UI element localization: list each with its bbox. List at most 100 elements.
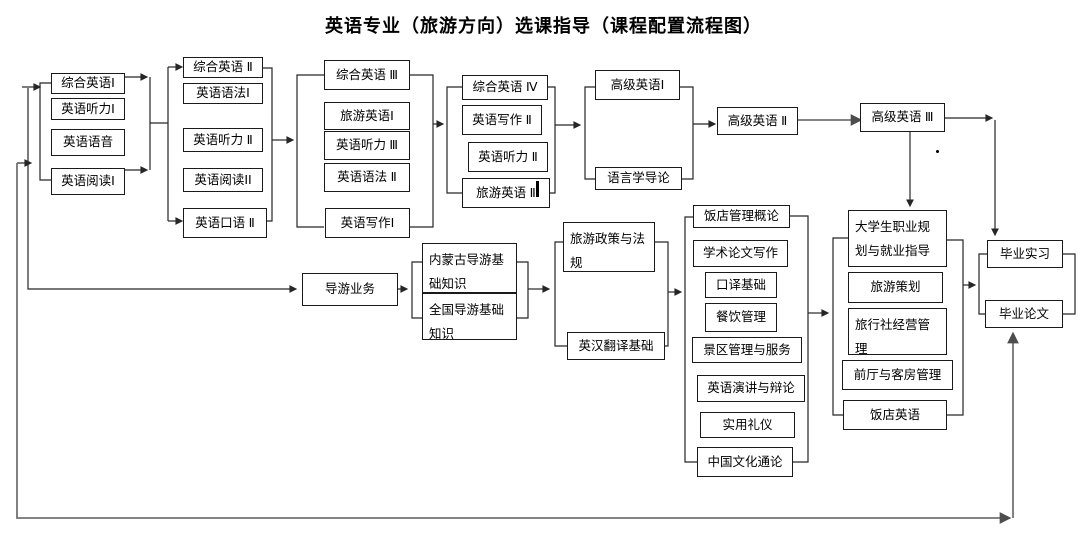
course-label: 高级英语Ⅰ — [610, 77, 665, 92]
connector-41 — [978, 253, 987, 315]
course-label: 英语听力 Ⅲ — [335, 138, 399, 152]
connector-39 — [947, 239, 964, 416]
course-box-travel-agency-management: 旅行社经营管理 — [848, 308, 947, 356]
course-label: 英语听力 Ⅱ — [193, 132, 253, 147]
course-label: 旅行社经营管理 — [855, 318, 931, 356]
connector-15 — [296, 74, 324, 228]
course-label: 旅游策划 — [870, 280, 921, 294]
connector-2 — [27, 88, 298, 293]
course-label: 英语写作Ⅰ — [340, 215, 395, 230]
course-box-graduation-thesis: 毕业论文 — [985, 300, 1063, 328]
course-label: 英语口语 Ⅱ — [195, 215, 255, 230]
course-box-speech-and-debate: 英语演讲与辩论 — [697, 375, 805, 402]
course-box-listening-1: 英语听力Ⅰ — [51, 98, 125, 120]
course-box-practical-etiquette: 实用礼仪 — [700, 412, 795, 438]
course-box-chinese-culture-survey: 中国文化通论 — [697, 447, 793, 477]
course-label: 导游业务 — [324, 282, 375, 296]
course-label: 高级英语 Ⅱ — [727, 113, 788, 128]
connector-4 — [16, 163, 1012, 524]
course-box-reading-1: 英语阅读Ⅰ — [51, 168, 125, 195]
course-label: 旅游政策与法规 — [570, 232, 646, 270]
course-box-listening-2: 英语听力 Ⅱ — [183, 128, 263, 152]
course-box-tour-guide-practice: 导游业务 — [302, 273, 398, 306]
course-box-listening-2b: 英语听力 Ⅱ — [468, 142, 548, 172]
course-label: 大学生职业规划与就业指导 — [855, 220, 931, 258]
connector-18 — [446, 86, 462, 194]
course-box-catering-management: 餐饮管理 — [705, 303, 777, 332]
text-cursor — [536, 181, 539, 197]
course-label: 学术论文写作 — [702, 246, 778, 260]
course-label: 高级英语 Ⅲ — [871, 110, 934, 124]
course-label: 英语演讲与辩论 — [707, 381, 795, 395]
course-box-national-guide-basics: 全国导游基础知识 — [422, 293, 517, 341]
course-box-advanced-english-3: 高级英语 Ⅲ — [860, 103, 945, 132]
course-box-hotel-english: 饭店英语 — [843, 400, 947, 430]
course-label: 综合英语 Ⅲ — [335, 67, 399, 82]
course-box-integrated-english-1: 综合英语Ⅰ — [51, 73, 125, 94]
course-box-academic-writing: 学术论文写作 — [693, 240, 788, 267]
course-label: 前厅与客房管理 — [853, 367, 942, 382]
connector-19 — [548, 86, 556, 194]
connector-13 — [263, 67, 273, 222]
connector-36 — [790, 215, 809, 463]
course-box-pronunciation: 英语语音 — [51, 129, 125, 156]
course-label: 毕业论文 — [998, 306, 1049, 321]
connector-21 — [584, 86, 595, 180]
course-label: 英语阅读Ⅰ — [61, 174, 115, 188]
course-label: 景区管理与服务 — [703, 342, 791, 357]
connector-29 — [411, 261, 422, 319]
course-label: 旅游英语Ⅰ — [340, 108, 394, 123]
course-box-writing-1: 英语写作Ⅰ — [325, 208, 410, 238]
stray-dot — [936, 150, 939, 153]
course-box-advanced-english-1: 高级英语Ⅰ — [595, 70, 680, 100]
course-box-graduation-internship: 毕业实习 — [987, 240, 1063, 268]
course-box-grammar-2: 英语语法 Ⅱ — [324, 163, 410, 192]
connector-32 — [554, 241, 567, 347]
course-box-tourism-policy-law: 旅游政策与法规 — [563, 222, 655, 272]
course-box-interpretation-basics: 口译基础 — [705, 272, 777, 298]
course-box-advanced-english-2: 高级英语 Ⅱ — [717, 107, 798, 135]
connector-1 — [39, 82, 51, 181]
course-label: 综合英语Ⅰ — [61, 76, 115, 90]
course-label: 实用礼仪 — [722, 417, 773, 432]
course-box-hotel-management-intro: 饭店管理概论 — [693, 205, 790, 228]
course-box-tourism-english-1: 旅游英语Ⅰ — [324, 102, 410, 130]
course-box-tourism-planning: 旅游策划 — [848, 272, 943, 303]
course-label: 中国文化通论 — [707, 454, 783, 469]
connector-22 — [680, 86, 694, 180]
course-label: 内蒙古导游基础知识 — [429, 253, 505, 291]
course-label: 毕业实习 — [999, 246, 1050, 261]
course-label: 英语语法 Ⅱ — [337, 170, 397, 184]
course-label: 全国导游基础知识 — [429, 303, 505, 341]
connector-16 — [410, 74, 434, 228]
course-label: 英语听力Ⅰ — [61, 101, 115, 116]
course-label: 英语阅读ⅠⅠ — [194, 172, 252, 187]
course-label: 英语语音 — [62, 135, 113, 149]
course-box-career-planning-guidance: 大学生职业规划与就业指导 — [848, 210, 947, 267]
course-box-front-office-housekeeping: 前厅与客房管理 — [842, 360, 953, 390]
course-box-inner-mongolia-guide-basics: 内蒙古导游基础知识 — [422, 243, 517, 293]
course-box-en-cn-translation-basics: 英汉翻译基础 — [567, 332, 665, 360]
connector-33 — [655, 241, 669, 347]
course-box-linguistics-intro: 语言学导论 — [595, 167, 682, 190]
course-label: 综合英语 Ⅳ — [472, 80, 538, 94]
course-label: 英语语法Ⅰ — [196, 86, 250, 100]
course-label: 英语写作 Ⅱ — [472, 112, 532, 127]
course-box-listening-3: 英语听力 Ⅲ — [324, 131, 410, 160]
course-box-integrated-english-3: 综合英语 Ⅲ — [324, 60, 410, 90]
course-label: 英汉翻译基础 — [578, 338, 654, 353]
connector-35 — [684, 216, 697, 463]
course-label: 餐饮管理 — [715, 310, 766, 324]
course-label: 饭店英语 — [869, 407, 920, 422]
course-box-scenic-area-management: 景区管理与服务 — [692, 337, 802, 363]
connector-30 — [517, 261, 529, 319]
course-box-reading-2: 英语阅读ⅠⅠ — [183, 168, 263, 192]
course-box-speaking-2: 英语口语 Ⅱ — [183, 208, 267, 238]
course-label: 饭店管理概论 — [703, 209, 779, 223]
course-box-grammar-1: 英语语法Ⅰ — [183, 83, 263, 104]
course-box-tourism-english-2: 旅游英语 Ⅱ — [462, 178, 550, 208]
course-label: 旅游英语 Ⅱ — [476, 185, 536, 200]
connector-42 — [1063, 253, 1076, 315]
